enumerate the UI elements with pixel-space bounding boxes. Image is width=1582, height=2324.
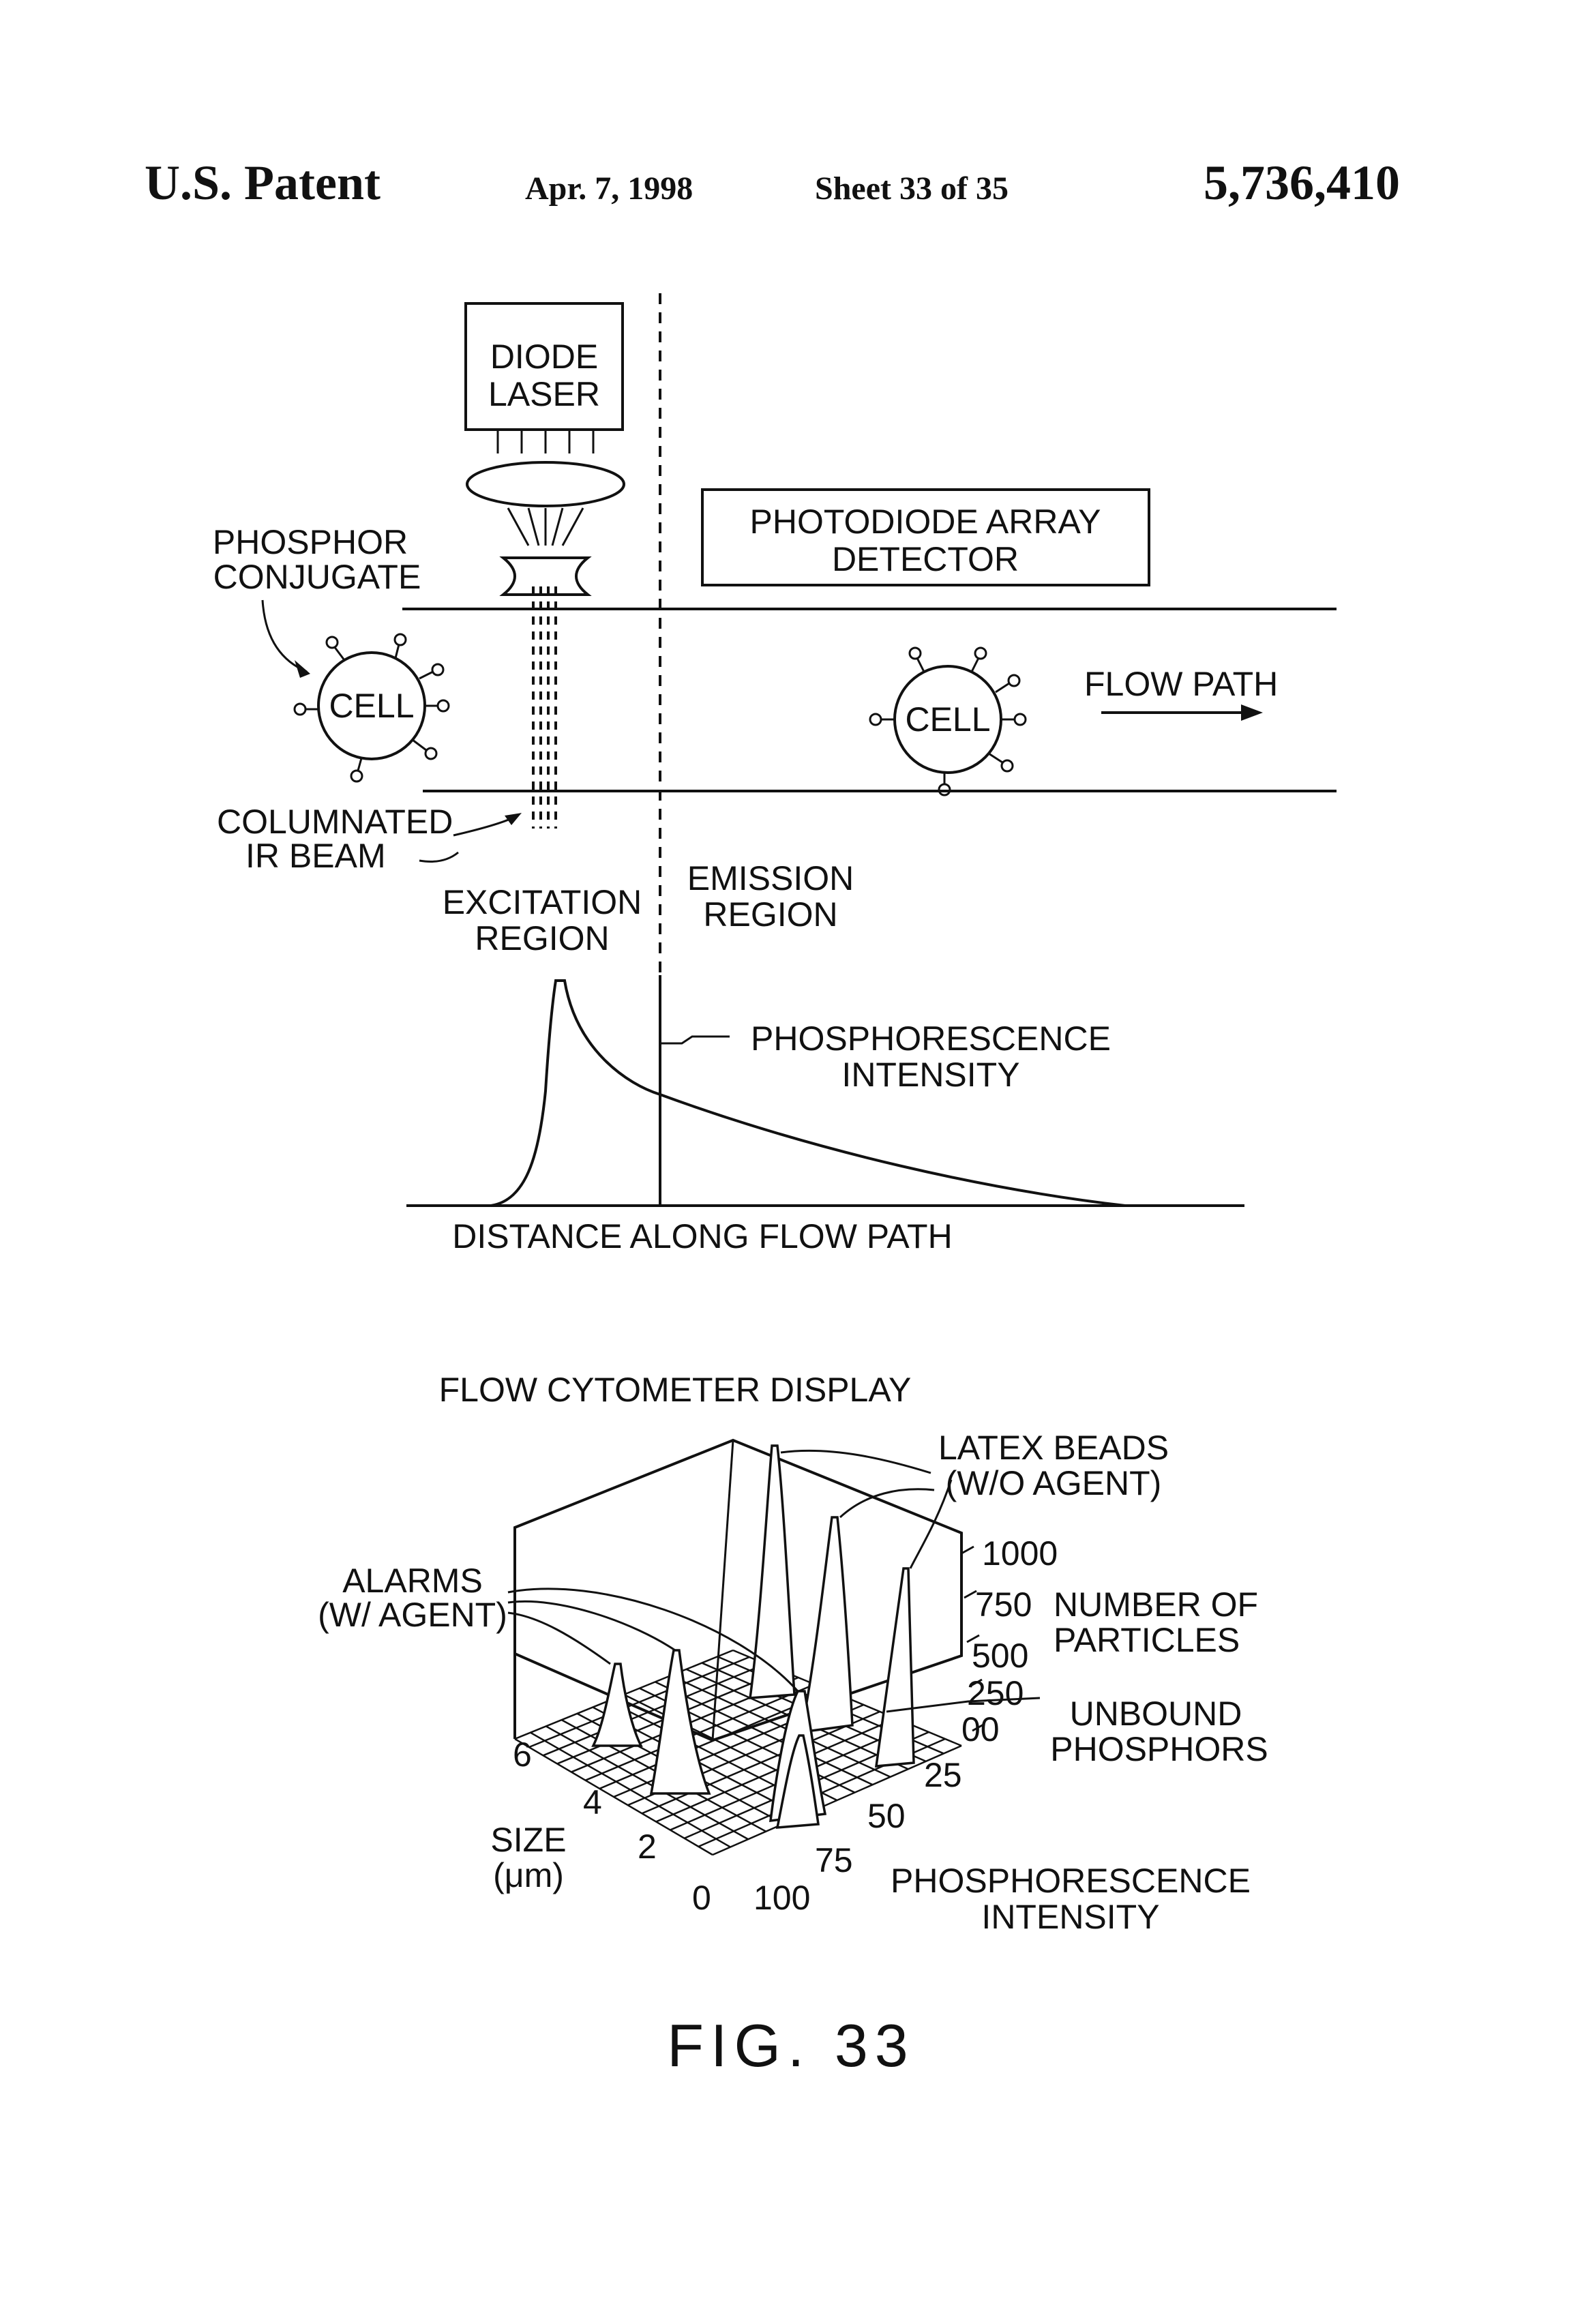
phosphor-leader-line [263,600,307,672]
unbound-label-line2: PHOSPHORS [1050,1730,1268,1768]
count-label-line1: NUMBER OF [1054,1585,1258,1624]
sheet-number: Sheet 33 of 35 [815,170,1009,207]
page-header: U.S. Patent Apr. 7, 1998 Sheet 33 of 35 … [145,155,1400,210]
intensity-label-line2: INTENSITY [981,1898,1159,1936]
display-title: FLOW CYTOMETER DISPLAY [439,1371,912,1409]
beam-label-line2: IR BEAM [245,837,386,875]
size-tick-2: 2 [638,1828,657,1866]
phosphor-arrowhead [295,660,310,678]
curve-label-line1: PHOSPHORESCENCE [751,1019,1111,1058]
laser-label-line1: DIODE [490,338,598,376]
count-tick-1000: 1000 [982,1534,1058,1573]
size-tick-0: 0 [692,1879,711,1917]
intensity-tick-25: 25 [924,1756,962,1794]
latex-label-line1: LATEX BEADS [938,1429,1169,1467]
count-label-line2: PARTICLES [1054,1621,1240,1659]
flow-arrowhead [1241,704,1263,721]
cytometer-display: FLOW CYTOMETER DISPLAY 1000 750 500 250 … [318,1371,1268,1936]
alarms-label-line2: (W/ AGENT) [318,1596,507,1634]
curve-label-line2: INTENSITY [841,1056,1019,1094]
size-tick-4: 4 [583,1783,602,1821]
intensity-tick-50: 50 [867,1797,906,1835]
cell-right: CELL [870,648,1026,795]
intensity-tick-100: 100 [753,1879,810,1917]
count-tick-mark [961,1547,974,1553]
excitation-label-line2: REGION [475,919,609,957]
latex-bead-peak-2 [801,1517,852,1732]
count-tick-750: 750 [975,1585,1032,1624]
patent-label: U.S. Patent [145,155,380,210]
curve-leader-line [660,1037,730,1043]
detector-label-line2: DETECTOR [832,540,1019,578]
alarms-label-line1: ALARMS [342,1562,483,1600]
emission-label-line1: EMISSION [687,859,854,897]
cell-left: CELL [295,634,449,781]
size-label-line1: SIZE [490,1821,566,1859]
phosphorescence-curve [491,981,1125,1206]
size-tick-6: 6 [513,1735,532,1774]
figure-label: FIG. 33 [667,2012,914,2079]
laser-label-line2: LASER [488,375,600,413]
intensity-label-line1: PHOSPHORESCENCE [891,1862,1251,1900]
patent-number: 5,736,410 [1204,155,1400,210]
size-label-line2: (μm) [493,1856,564,1894]
unbound-label-line1: UNBOUND [1070,1695,1242,1733]
flow-path-label: FLOW PATH [1084,665,1278,703]
intensity-plot: PHOSPHORESCENCE INTENSITY DISTANCE ALONG… [406,975,1244,1255]
latex-bead-peak-1 [750,1446,794,1698]
latex-label-line2: (W/O AGENT) [946,1464,1162,1502]
count-tick-00: 00 [961,1710,1000,1748]
patent-date: Apr. 7, 1998 [525,170,693,207]
phosphor-label-line2: CONJUGATE [213,558,421,596]
flow-schematic: DIODE LASER [213,293,1337,979]
collimating-lens [503,558,588,595]
phosphor-label-line1: PHOSPHOR [213,523,408,561]
beam-label-line1: COLUMNATED [217,803,453,841]
excitation-label-line1: EXCITATION [443,883,642,921]
converging-rays [508,508,583,546]
focusing-lens [467,462,624,506]
count-tick-500: 500 [972,1637,1028,1675]
cell-left-label: CELL [329,687,414,725]
beam-arrowhead [505,813,522,825]
beam-leader-upper [453,817,515,835]
laser-rays [498,431,593,453]
count-tick-250: 250 [967,1674,1024,1712]
latex-bead-peak-3 [876,1568,914,1766]
intensity-tick-75: 75 [815,1841,853,1879]
distance-axis-label: DISTANCE ALONG FLOW PATH [452,1217,952,1255]
alarm-leader-2 [508,1601,675,1650]
cell-right-label: CELL [905,700,990,739]
detector-label-line1: PHOTODIODE ARRAY [750,503,1101,541]
emission-label-line2: REGION [703,895,837,934]
beam-leader-lower [419,852,458,862]
